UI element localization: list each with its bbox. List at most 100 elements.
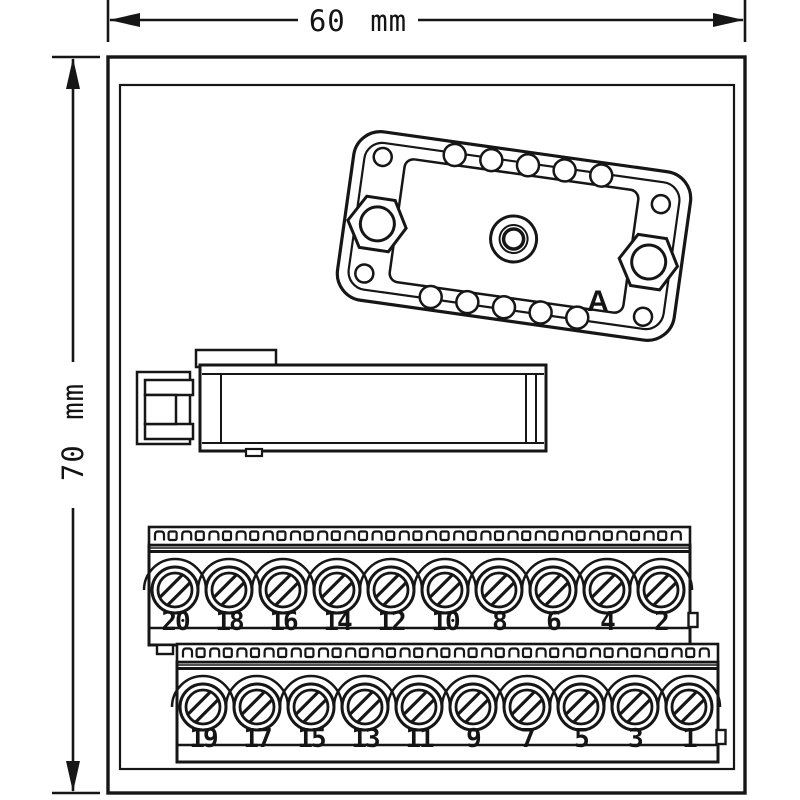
screw-slot-icon xyxy=(428,573,454,599)
screw-pocket-arc xyxy=(628,557,694,591)
screw-pocket-arc xyxy=(358,557,424,591)
band-tooth-icon xyxy=(549,647,560,659)
terminal-screw xyxy=(204,565,254,615)
screw-slot-icon xyxy=(544,581,570,607)
screw-head xyxy=(670,688,708,726)
dimension-height: 70 mm xyxy=(52,55,100,795)
terminal-number: 18 xyxy=(215,607,244,637)
clip-bottom-foot xyxy=(244,447,264,458)
terminal-number: 16 xyxy=(269,607,298,637)
terminal-number: 13 xyxy=(351,724,379,754)
enclosure-outline xyxy=(106,55,747,795)
band-tooth-icon xyxy=(358,647,369,659)
enclosure-outer-wall xyxy=(106,55,747,795)
screw-pocket-arc xyxy=(196,557,262,591)
band-tooth-icon xyxy=(467,647,478,659)
screw-slot-icon xyxy=(294,690,320,716)
terminal-screw xyxy=(556,682,606,732)
connector-bottom-holes xyxy=(418,284,590,330)
screw-pocket-arc xyxy=(656,674,722,708)
terminal-number: 7 xyxy=(520,724,534,754)
terminal-number: 10 xyxy=(431,607,460,637)
row-right-nub xyxy=(687,611,699,629)
band-tooth-icon xyxy=(617,647,629,658)
terminal-screw xyxy=(502,682,552,732)
screw-slot-icon xyxy=(680,698,706,724)
terminal-screw xyxy=(178,682,228,732)
band-tooth-icon xyxy=(153,530,166,541)
band-tooth-icon xyxy=(276,530,287,542)
band-tooth-icon xyxy=(575,530,586,542)
band-tooth-icon xyxy=(521,647,533,659)
band-tooth-icon xyxy=(304,647,315,659)
corner-hole-icon xyxy=(632,306,654,327)
terminal-screw xyxy=(258,565,308,615)
band-tooth-icon xyxy=(194,530,205,542)
screw-head xyxy=(372,571,410,609)
screw-slot-icon xyxy=(186,690,212,716)
band-tooth-icon xyxy=(466,530,477,542)
row-right-nub xyxy=(715,728,727,746)
band-tooth-icon xyxy=(657,530,668,542)
terminal-number: 19 xyxy=(189,724,217,754)
band-tooth-icon xyxy=(685,647,696,659)
band-tooth-icon xyxy=(657,647,669,659)
terminal-screw xyxy=(366,565,416,615)
band-tooth-icon xyxy=(480,530,492,541)
band-tooth-icon xyxy=(385,647,397,659)
screw-head xyxy=(264,571,302,609)
band-tooth-icon xyxy=(399,647,411,658)
band-tooth-icon xyxy=(357,530,369,542)
screw-head xyxy=(562,688,600,726)
terminal-number: 9 xyxy=(466,724,480,754)
screw-slot-icon xyxy=(266,573,292,599)
band-tooth-icon xyxy=(303,530,314,542)
connector-label: A xyxy=(587,285,609,318)
band-tooth-icon xyxy=(317,530,329,541)
band-tooth-icon xyxy=(670,530,682,541)
screw-slot-icon xyxy=(158,573,184,599)
width-dimension-label: 60 mm xyxy=(309,4,407,38)
band-tooth-icon xyxy=(221,530,233,542)
band-tooth-icon xyxy=(398,530,410,541)
screw-pocket-arc xyxy=(278,674,344,708)
screw-slot-icon xyxy=(652,581,678,607)
band-tooth-icon xyxy=(330,530,341,542)
band-tooth-icon xyxy=(289,530,302,541)
screw-pocket-arc xyxy=(494,674,560,708)
band-tooth-icon xyxy=(290,647,302,658)
screw-slot-icon xyxy=(436,581,462,607)
band-tooth-icon xyxy=(425,530,438,541)
screw-slot-icon xyxy=(672,690,698,716)
arrowhead-up-icon xyxy=(66,58,80,89)
terminal-screw xyxy=(420,565,470,615)
screw-pocket-arc xyxy=(520,557,586,591)
band-tooth-icon xyxy=(602,530,613,542)
band-tooth-icon xyxy=(643,530,655,541)
screw-slot-icon xyxy=(410,698,436,724)
screw-head xyxy=(480,571,518,609)
screw-slot-icon xyxy=(564,690,590,716)
clip-spring-latch xyxy=(135,370,195,446)
terminal-number: 4 xyxy=(600,607,615,637)
band-tooth-icon xyxy=(603,647,614,659)
screw-pocket-arc xyxy=(412,557,478,591)
band-tooth-icon xyxy=(562,647,574,658)
terminal-number: 1 xyxy=(682,724,697,754)
terminal-screw xyxy=(448,682,498,732)
screw-head xyxy=(426,571,464,609)
terminal-number: 14 xyxy=(323,607,352,637)
screw-slot-icon xyxy=(644,573,670,599)
terminal-screw xyxy=(394,682,444,732)
band-tooth-icon xyxy=(493,530,505,542)
band-tooth-icon xyxy=(222,647,233,659)
band-tooth-icon xyxy=(209,647,221,658)
band-tooth-icon xyxy=(181,530,193,541)
screw-slot-icon xyxy=(356,698,382,724)
height-dimension-label: 70 mm xyxy=(56,383,90,481)
screw-pocket-arc xyxy=(440,674,506,708)
band-tooth-icon xyxy=(507,530,519,541)
band-tooth-icon xyxy=(671,647,683,658)
screw-pocket-arc xyxy=(466,557,532,591)
